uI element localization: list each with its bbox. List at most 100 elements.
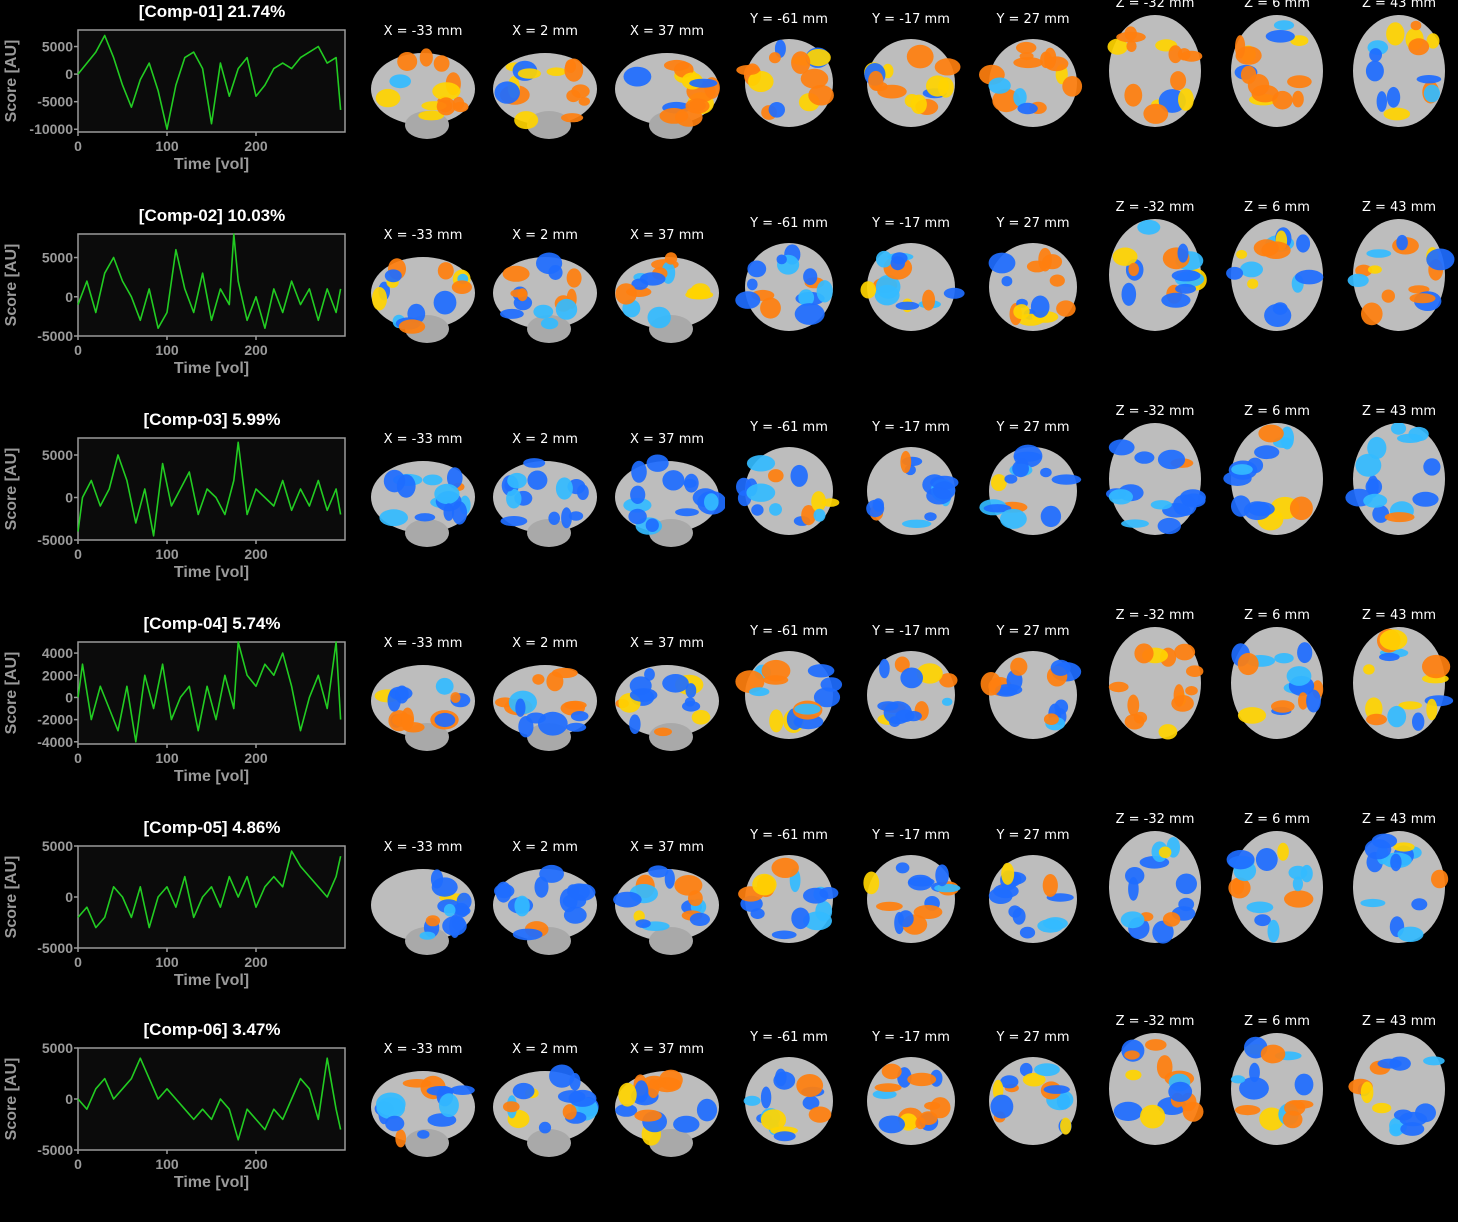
negative-activation-blob bbox=[751, 504, 764, 516]
slice-panel-axial: Z = -32 mm bbox=[1097, 200, 1213, 343]
negative-activation-blob bbox=[872, 498, 884, 512]
slice-panel-axial: Z = 43 mm bbox=[1341, 812, 1457, 955]
negative-activation-blob bbox=[1240, 261, 1263, 278]
brain-slice-image bbox=[743, 1057, 833, 1145]
negative-activation-blob bbox=[1249, 1062, 1260, 1083]
negative-activation-blob bbox=[1043, 1085, 1070, 1094]
brain-slice-image bbox=[493, 1064, 599, 1157]
negative-activation-blob bbox=[1121, 282, 1137, 306]
negative-activation-blob bbox=[523, 458, 546, 468]
slice-panel-sagittal: X = 2 mm bbox=[487, 432, 603, 551]
negative-activation-blob bbox=[1371, 833, 1398, 849]
negative-activation-blob bbox=[376, 1092, 406, 1116]
negative-activation-blob bbox=[383, 469, 406, 493]
positive-activation-blob bbox=[1134, 643, 1154, 664]
brain-slice-image bbox=[1226, 219, 1324, 331]
positive-activation-blob bbox=[1173, 684, 1185, 707]
positive-activation-blob bbox=[1228, 877, 1251, 899]
negative-activation-blob bbox=[1393, 1109, 1413, 1121]
slice-coordinate-label: X = -33 mm bbox=[383, 636, 463, 651]
negative-activation-blob bbox=[798, 289, 815, 307]
negative-activation-blob bbox=[1347, 273, 1369, 287]
slice-panel-coronal: Y = 27 mm bbox=[975, 216, 1091, 347]
negative-activation-blob bbox=[1264, 303, 1292, 327]
slice-panel-axial: Z = 6 mm bbox=[1219, 0, 1335, 139]
positive-activation-blob bbox=[800, 68, 829, 89]
negative-activation-blob bbox=[1286, 666, 1312, 686]
positive-activation-blob bbox=[907, 1072, 937, 1087]
x-tick-label: 0 bbox=[74, 342, 82, 358]
positive-activation-blob bbox=[769, 52, 781, 64]
negative-activation-blob bbox=[1306, 689, 1321, 713]
negative-activation-blob bbox=[1297, 642, 1313, 664]
positive-activation-blob bbox=[1258, 424, 1284, 443]
negative-activation-blob bbox=[900, 667, 923, 689]
negative-activation-blob bbox=[635, 919, 651, 928]
negative-activation-blob bbox=[548, 511, 560, 525]
slice-coordinate-label: Z = -32 mm bbox=[1115, 404, 1195, 419]
negative-activation-blob bbox=[1239, 1077, 1269, 1100]
positive-activation-blob bbox=[735, 670, 765, 693]
slice-panel-sagittal: X = 2 mm bbox=[487, 1042, 603, 1161]
positive-activation-blob bbox=[860, 281, 877, 299]
positive-activation-blob bbox=[419, 48, 433, 67]
slice-coordinate-label: X = -33 mm bbox=[383, 228, 463, 243]
negative-activation-blob bbox=[794, 303, 825, 325]
negative-activation-blob bbox=[696, 1098, 718, 1122]
negative-activation-blob bbox=[447, 467, 463, 489]
slice-panel-axial: Z = 6 mm bbox=[1219, 1014, 1335, 1157]
positive-activation-blob bbox=[771, 857, 799, 878]
score-line bbox=[77, 850, 342, 929]
negative-activation-blob bbox=[895, 862, 910, 874]
negative-activation-blob bbox=[746, 455, 776, 472]
negative-activation-blob bbox=[577, 484, 589, 500]
x-axis-label: Time [vol] bbox=[174, 768, 249, 785]
positive-activation-blob bbox=[1158, 846, 1172, 859]
brain-slice-image bbox=[371, 257, 475, 343]
positive-activation-blob bbox=[1107, 38, 1128, 55]
positive-activation-blob bbox=[1361, 302, 1383, 326]
slice-coordinate-label: X = 37 mm bbox=[629, 432, 705, 447]
negative-activation-blob bbox=[1034, 1063, 1060, 1077]
negative-activation-blob bbox=[1390, 853, 1402, 872]
negative-activation-blob bbox=[1400, 1122, 1425, 1136]
slice-coordinate-label: X = 2 mm bbox=[512, 636, 578, 651]
y-axis-label: Score [AU] bbox=[3, 448, 20, 531]
y-tick-label: 0 bbox=[65, 1091, 73, 1107]
positive-activation-blob bbox=[760, 297, 781, 319]
negative-activation-blob bbox=[566, 722, 587, 732]
slice-coordinate-label: Y = 27 mm bbox=[996, 828, 1070, 843]
negative-activation-blob bbox=[434, 483, 460, 504]
negative-activation-blob bbox=[1295, 269, 1324, 285]
negative-activation-blob bbox=[776, 254, 787, 265]
slice-coordinate-label: X = 2 mm bbox=[512, 432, 578, 447]
negative-activation-blob bbox=[515, 698, 526, 717]
positive-activation-blob bbox=[1180, 50, 1203, 62]
positive-activation-blob bbox=[546, 671, 564, 692]
positive-activation-blob bbox=[1010, 657, 1028, 676]
positive-activation-blob bbox=[1426, 698, 1438, 721]
negative-activation-blob bbox=[389, 74, 411, 89]
y-tick-label: 0 bbox=[65, 66, 73, 82]
negative-activation-blob bbox=[435, 677, 454, 695]
positive-activation-blob bbox=[1125, 1069, 1142, 1081]
negative-activation-blob bbox=[1108, 489, 1133, 505]
slice-coordinate-label: Z = 43 mm bbox=[1361, 608, 1437, 623]
slice-panel-axial: Z = 6 mm bbox=[1219, 608, 1335, 751]
slice-panel-coronal: Y = 27 mm bbox=[975, 420, 1091, 551]
negative-activation-blob bbox=[1246, 901, 1274, 914]
x-tick-label: 200 bbox=[244, 546, 268, 562]
brain-slice-image bbox=[1223, 423, 1323, 535]
brain-slice-image bbox=[867, 651, 958, 739]
positive-activation-blob bbox=[437, 262, 454, 280]
positive-activation-blob bbox=[913, 905, 943, 919]
positive-activation-blob bbox=[808, 1106, 832, 1123]
negative-activation-blob bbox=[743, 1095, 761, 1106]
negative-activation-blob bbox=[773, 1131, 796, 1142]
negative-activation-blob bbox=[1423, 84, 1440, 103]
y-tick-label: -5000 bbox=[37, 532, 73, 548]
slice-coordinate-label: Y = 27 mm bbox=[996, 1030, 1070, 1045]
positive-activation-blob bbox=[1186, 665, 1204, 677]
negative-activation-blob bbox=[434, 712, 456, 728]
